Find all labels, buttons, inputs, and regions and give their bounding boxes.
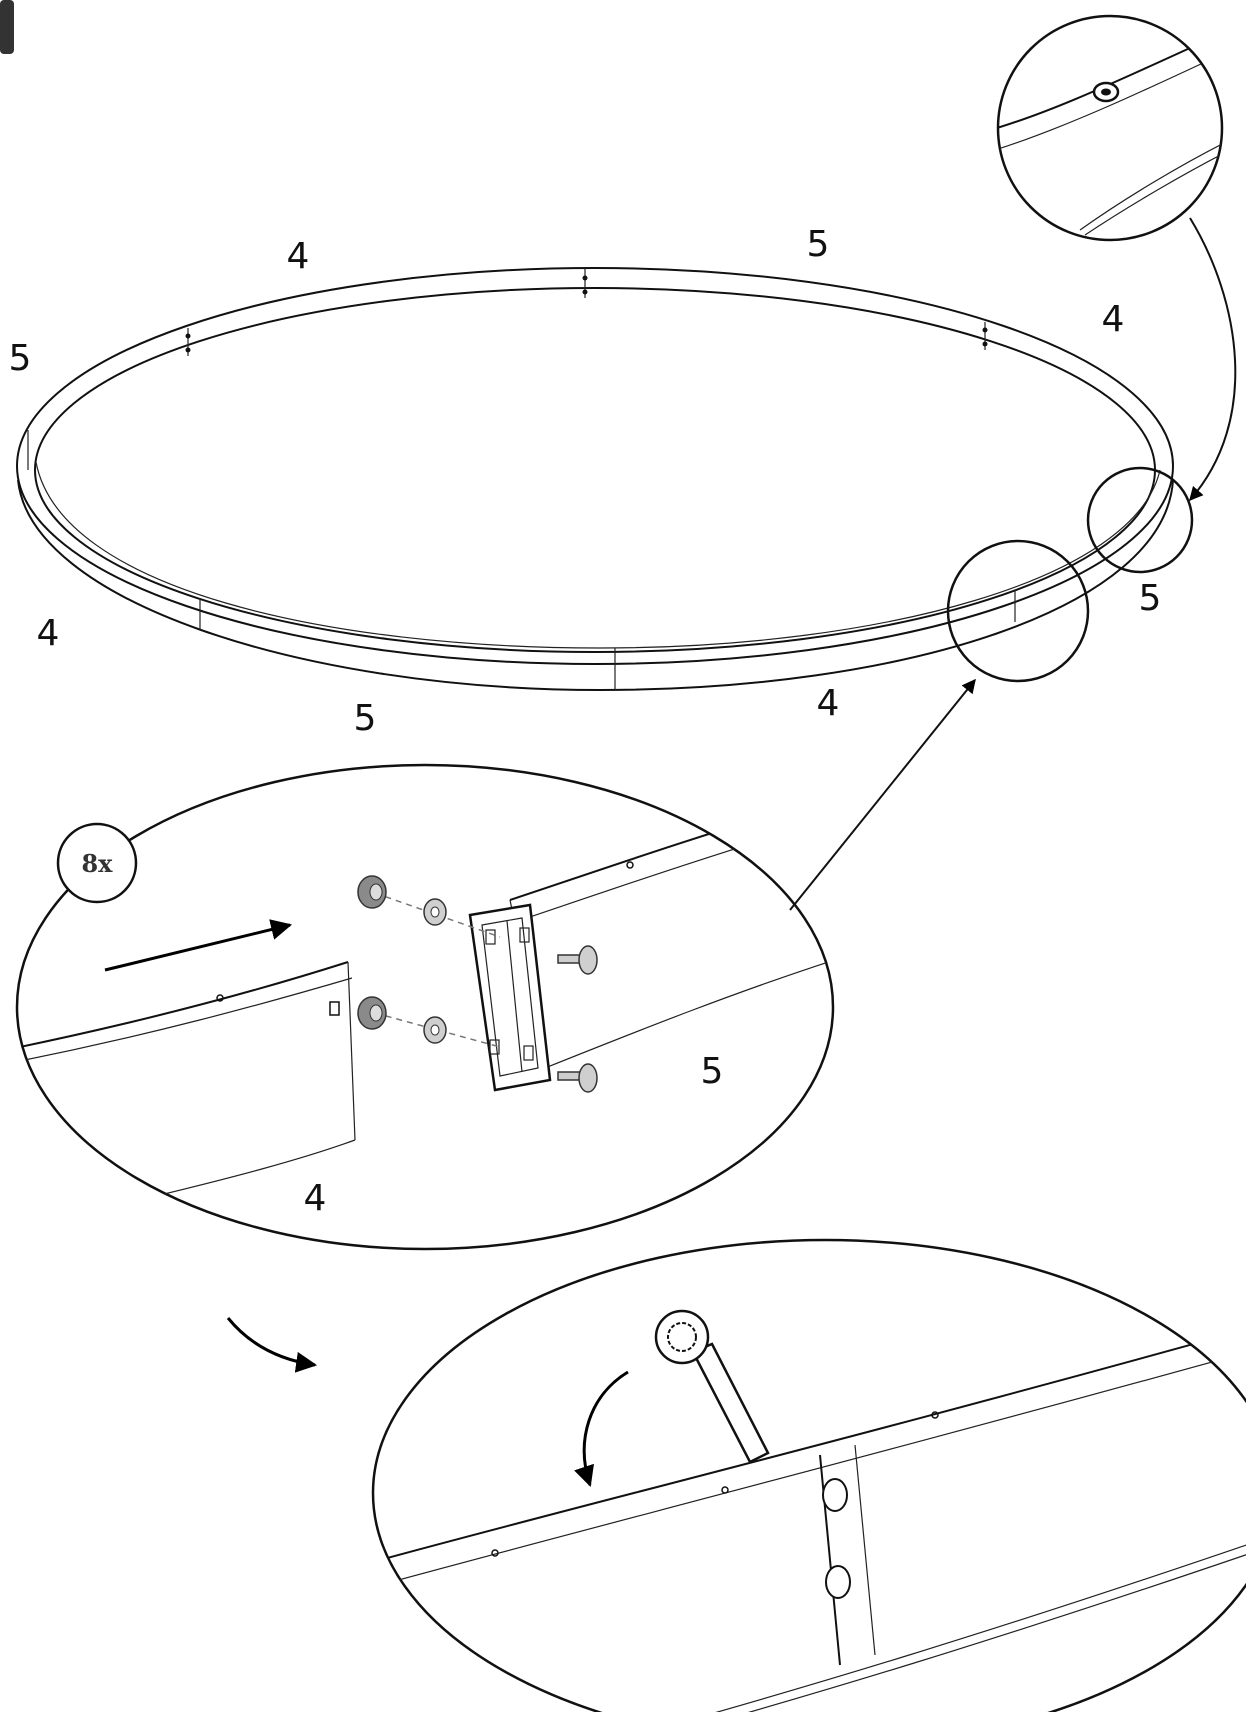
- next-step-arrow: [226, 1317, 318, 1373]
- detail-label-right-panel: 5: [701, 1051, 724, 1092]
- callout-arrow-joint: [789, 678, 976, 911]
- callout-circle-small: [1086, 466, 1194, 574]
- callout-arrow-zoom: [1189, 217, 1237, 502]
- ring-label-bottom-right: 5: [1139, 578, 1162, 619]
- ring-label-bottom-center: 5: [354, 698, 377, 739]
- quantity-badge: 8x: [56, 822, 138, 904]
- quantity-badge-label: 8x: [81, 849, 113, 878]
- detail-label-left-panel: 4: [304, 1178, 327, 1219]
- corner-tab: [0, 0, 14, 54]
- ring-frame: [16, 267, 1174, 692]
- ring-label-right: 4: [1102, 299, 1125, 340]
- zoom-detail-hole: [996, 14, 1224, 242]
- ring-label-top-left: 4: [287, 236, 310, 277]
- joint-assembly-detail: [15, 763, 835, 1251]
- ring-label-bottom-center-right: 4: [817, 683, 840, 724]
- ring-label-top-right: 5: [807, 224, 830, 265]
- ring-label-left: 5: [9, 338, 32, 379]
- callout-circle-joint: [946, 539, 1090, 683]
- ring-label-bottom-left: 4: [37, 613, 60, 654]
- tighten-bolts-detail: [371, 1238, 1246, 1712]
